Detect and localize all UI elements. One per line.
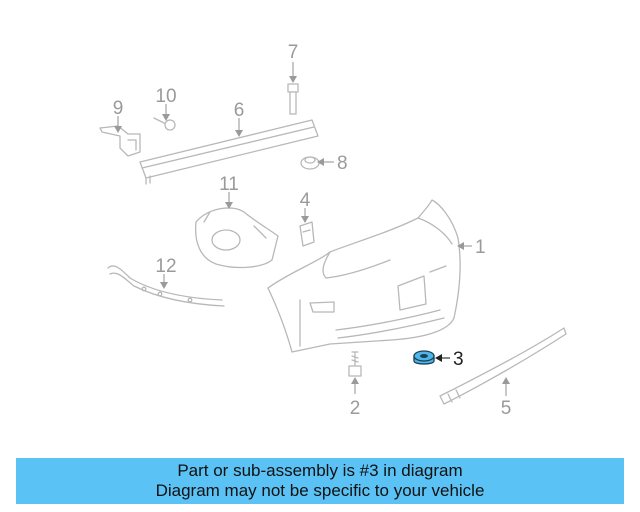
callout-4: 4 [300,190,311,211]
callout-leaders [114,62,510,396]
part-4-bracket[interactable] [299,221,315,247]
callout-1: 1 [475,237,486,258]
callout-2: 2 [350,398,361,419]
callout-6: 6 [234,100,245,121]
callout-7: 7 [288,42,299,63]
part-6-reinforcement[interactable] [139,119,319,185]
callout-10: 10 [155,86,176,107]
part-5-lower-molding[interactable] [439,327,567,405]
part-3-clip-highlighted[interactable] [413,350,435,365]
callout-8: 8 [337,153,348,174]
callout-11: 11 [219,174,239,195]
part-2-bolt[interactable] [348,351,362,377]
parts-diagram: 7 10 9 6 8 11 4 1 12 3 2 5 [99,42,567,419]
part-10-bolt[interactable] [153,117,176,131]
info-banner: Part or sub-assembly is #3 in diagram Di… [16,458,624,504]
callout-9: 9 [113,98,124,119]
part-11-cover[interactable] [194,207,279,269]
part-8-grommet[interactable] [300,156,320,170]
part-1-bumper-cover[interactable] [267,199,461,353]
callout-12: 12 [155,256,176,277]
callout-labels: 7 10 9 6 8 11 4 1 12 3 2 5 [113,42,512,419]
callout-5: 5 [501,398,512,419]
part-12-side-strip[interactable] [107,265,225,307]
callout-3: 3 [453,349,464,370]
banner-disclaimer-text: Diagram may not be specific to your vehi… [155,481,485,500]
part-9-bracket[interactable] [99,125,141,157]
banner-part-text: Part or sub-assembly is #3 in diagram [177,461,463,480]
part-7-bolt[interactable] [287,83,299,115]
